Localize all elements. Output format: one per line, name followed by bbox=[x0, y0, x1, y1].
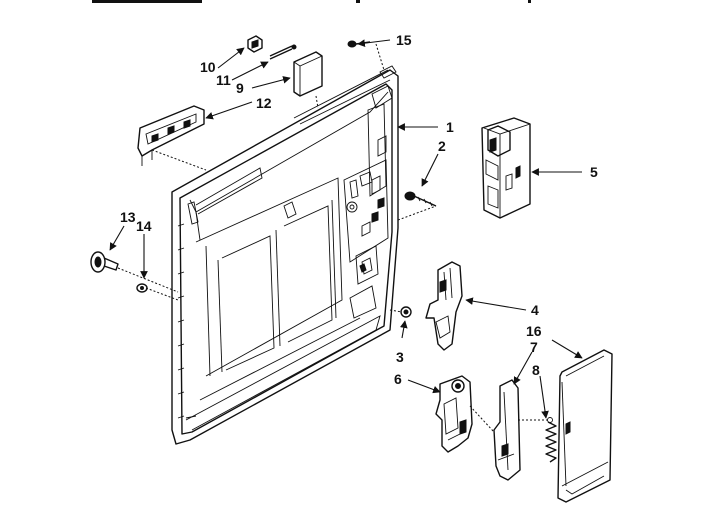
cover-part-9 bbox=[293, 51, 323, 97]
handle-bracket-part-12 bbox=[137, 105, 205, 166]
latch-bracket-part-4 bbox=[425, 261, 463, 351]
callout-5: 5 bbox=[590, 164, 598, 180]
callout-14: 14 bbox=[136, 218, 152, 234]
callout-3: 3 bbox=[396, 349, 404, 365]
cropped-header-fragment bbox=[92, 0, 531, 3]
callout-11: 11 bbox=[216, 72, 231, 88]
callout-8: 8 bbox=[532, 362, 540, 378]
callout-9: 9 bbox=[236, 80, 244, 96]
callout-4: 4 bbox=[531, 302, 539, 318]
callout-labels: 1 2 3 4 5 6 7 8 9 10 11 12 13 14 15 16 bbox=[120, 32, 598, 387]
panel-trim-part-16 bbox=[557, 349, 613, 503]
screw-part-2 bbox=[404, 191, 437, 207]
callout-7: 7 bbox=[530, 339, 538, 355]
latch-assembly-part-6 bbox=[435, 375, 473, 453]
callout-15: 15 bbox=[396, 32, 412, 48]
knob-part-13 bbox=[90, 251, 119, 273]
clip-part-10 bbox=[247, 35, 263, 53]
callout-2: 2 bbox=[438, 138, 446, 154]
callout-12: 12 bbox=[256, 95, 272, 111]
nut-part-14 bbox=[136, 283, 148, 293]
grommet-part-3 bbox=[400, 306, 412, 318]
callout-6: 6 bbox=[394, 371, 402, 387]
leader-lines bbox=[109, 39, 583, 419]
callout-10: 10 bbox=[200, 59, 216, 75]
latch-lever-part-7 bbox=[493, 379, 521, 481]
callout-13: 13 bbox=[120, 209, 136, 225]
door-panel-part-1 bbox=[171, 65, 399, 445]
callout-16: 16 bbox=[526, 323, 542, 339]
latch-module-part-5 bbox=[481, 117, 531, 219]
spring-part-8 bbox=[545, 417, 557, 463]
alignment-lines bbox=[117, 43, 548, 433]
pin-part-11 bbox=[269, 44, 297, 60]
callout-1: 1 bbox=[446, 119, 454, 135]
